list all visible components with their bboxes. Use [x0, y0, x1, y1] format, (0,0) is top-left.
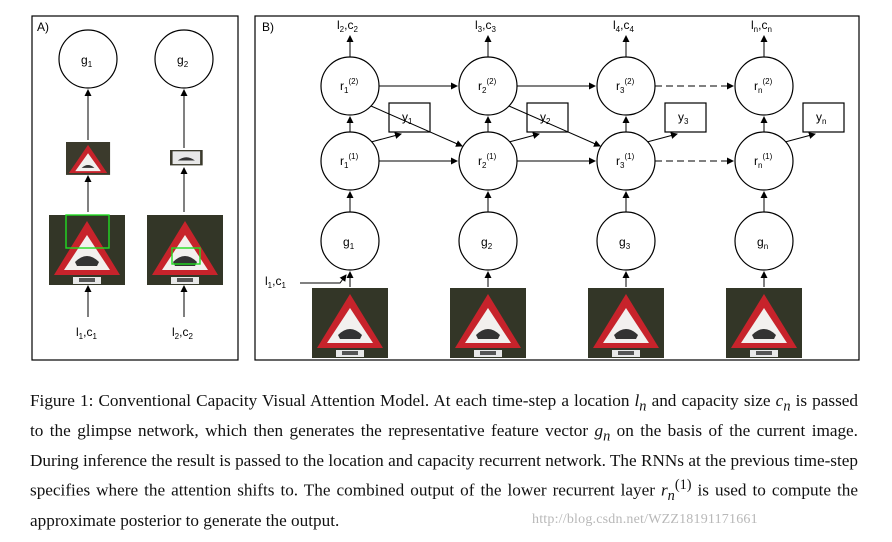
- input-image-bn: [726, 288, 802, 358]
- top-output-3: l4,c4: [613, 18, 634, 34]
- svg-text:g2: g2: [177, 53, 189, 69]
- svg-text:y2: y2: [540, 110, 551, 126]
- r2-node-2: [458, 56, 518, 116]
- panel-b-frame: [254, 15, 860, 361]
- svg-text:y1: y1: [402, 110, 413, 126]
- svg-text:g2: g2: [481, 235, 493, 251]
- svg-text:r3(1): r3(1): [616, 152, 635, 170]
- svg-text:r1(1): r1(1): [340, 152, 359, 170]
- input-image-a1: [49, 214, 125, 285]
- g-node-1: [320, 211, 380, 271]
- diagram: A) g1 g2 l1,c1 l2,c2 B) l2,c2 l3,c3 l4,c…: [31, 15, 860, 361]
- svg-text:g3: g3: [619, 235, 631, 251]
- input-image-b1: [312, 288, 388, 358]
- svg-text:y3: y3: [678, 110, 689, 126]
- svg-text:yn: yn: [816, 110, 826, 126]
- svg-text:rn(2): rn(2): [754, 77, 773, 95]
- svg-text:rn(1): rn(1): [754, 152, 773, 170]
- r1-node-3: [596, 131, 656, 191]
- glimpse-crop-1: [66, 142, 111, 175]
- r1-node-n: [734, 131, 794, 191]
- output-box-y2: [526, 102, 569, 133]
- g-node-n: [734, 211, 794, 271]
- input-image-b3: [588, 288, 664, 358]
- svg-text:g1: g1: [81, 53, 93, 69]
- node-sub: 1: [88, 60, 93, 69]
- output-box-y3: [664, 102, 707, 133]
- svg-text:g1: g1: [343, 235, 355, 251]
- r1-node-1: [320, 131, 380, 191]
- input-label-b1: l1,c1: [265, 274, 286, 290]
- panel-a-label: A): [37, 20, 49, 34]
- r2-node-n: [734, 56, 794, 116]
- input-image-a2: [147, 215, 223, 285]
- glimpse-node-g2: [154, 29, 214, 89]
- r2-node-3: [596, 56, 656, 116]
- input-image-b2: [450, 288, 526, 358]
- g-node-2: [458, 211, 518, 271]
- glimpse-box-a2: [171, 247, 201, 265]
- watermark-text: http://blog.csdn.net/WZZ18191171661: [532, 512, 758, 527]
- panel-b-label: B): [262, 20, 274, 34]
- node-text: g: [81, 53, 88, 67]
- output-box-yn: [802, 102, 845, 133]
- node-text: g: [177, 53, 184, 67]
- glimpse-box-a1: [65, 214, 110, 249]
- svg-text:r1(2): r1(2): [340, 77, 359, 95]
- r1-node-2: [458, 131, 518, 191]
- output-box-y1: [388, 102, 431, 133]
- node-sub: 2: [184, 60, 189, 69]
- glimpse-node-g1: [58, 29, 118, 89]
- top-output-n: ln,cn: [751, 18, 772, 34]
- top-output-1: l2,c2: [337, 18, 358, 34]
- figure-caption: Figure 1: Conventional Capacity Visual A…: [30, 391, 858, 531]
- r2-node-1: [320, 56, 380, 116]
- panel-a-frame: [31, 15, 239, 361]
- top-output-2: l3,c3: [475, 18, 496, 34]
- input-label-a2: l2,c2: [172, 325, 193, 341]
- svg-text:r2(1): r2(1): [478, 152, 497, 170]
- glimpse-crop-2: [170, 150, 203, 166]
- svg-text:r2(2): r2(2): [478, 77, 497, 95]
- svg-text:gn: gn: [757, 235, 768, 251]
- input-label-a1: l1,c1: [76, 325, 97, 341]
- g-node-3: [596, 211, 656, 271]
- svg-text:r3(2): r3(2): [616, 77, 635, 95]
